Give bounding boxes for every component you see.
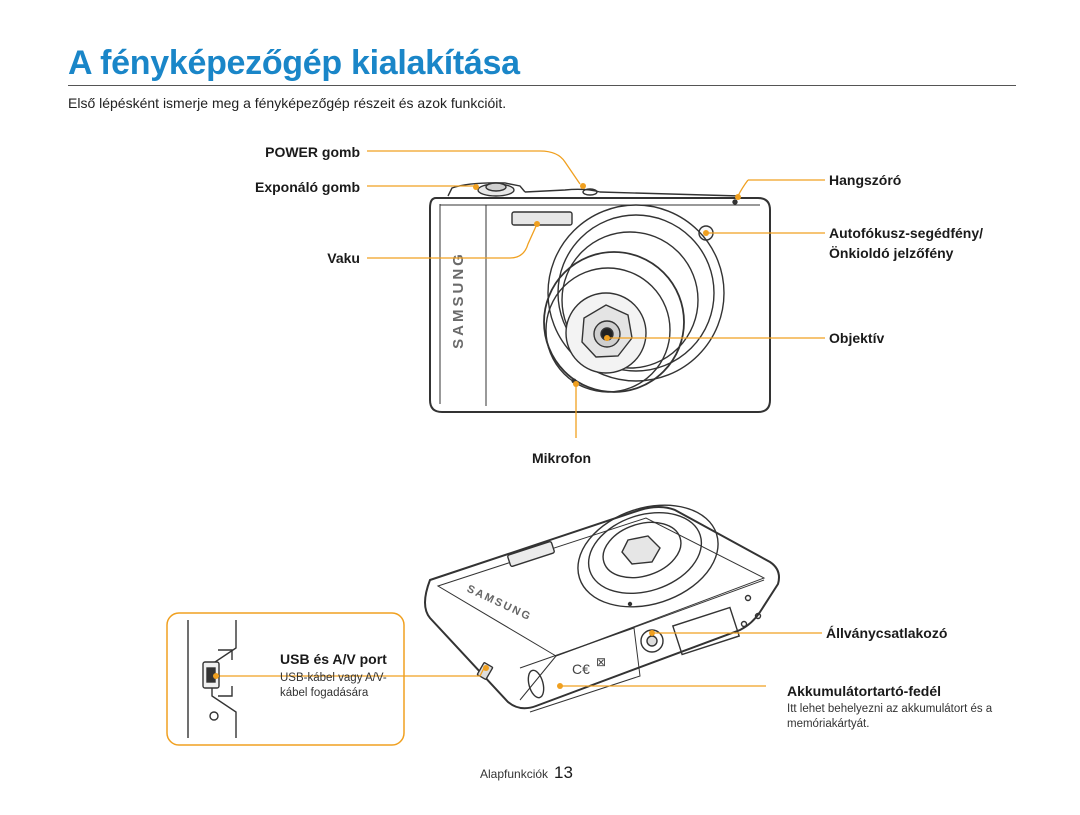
intro-text: Első lépésként ismerje meg a fényképezőg… <box>68 95 507 111</box>
label-af-assist-line1: Autofókusz-segédfény/ <box>829 225 984 241</box>
label-microphone: Mikrofon <box>532 450 592 466</box>
label-lens: Objektív <box>829 330 885 346</box>
label-battery-cover: Akkumulátortartó-fedél <box>787 683 942 699</box>
label-power-button: POWER gomb <box>265 144 360 160</box>
bottom-brand-text: SAMSUNG <box>465 583 534 624</box>
front-brand-text: SAMSUNG <box>450 251 467 349</box>
footer-section: Alapfunkciók <box>480 767 549 781</box>
label-usb-av-port: USB és A/V port <box>280 651 387 667</box>
battery-note-line2: memóriakártyát. <box>787 718 870 730</box>
usb-detail-frame <box>166 612 405 746</box>
label-shutter-button: Exponáló gomb <box>255 179 360 195</box>
front-leader-dots <box>473 183 741 387</box>
label-af-assist-line2: Önkioldó jelzőfény <box>829 245 954 261</box>
svg-text:⊠: ⊠ <box>596 655 606 669</box>
usb-note-line2: kábel fogadására <box>280 687 369 699</box>
bottom-camera-illustration: C€ ⊠ <box>424 504 780 713</box>
svg-text:C€: C€ <box>572 661 590 677</box>
usb-note-line1: USB-kábel vagy A/V- <box>280 672 387 684</box>
battery-note-line1: Itt lehet behelyezni az akkumulátort és … <box>787 703 993 715</box>
front-leader-lines <box>367 150 825 438</box>
page-title: A fényképezőgép kialakítása <box>68 44 520 82</box>
usb-detail-illustration <box>187 620 237 738</box>
bottom-leader-dots <box>483 630 655 689</box>
label-speaker: Hangszóró <box>829 172 902 188</box>
usb-leader-dot <box>213 673 219 679</box>
page-number: 13 <box>554 763 573 782</box>
bottom-leader-lines <box>216 632 822 687</box>
label-flash: Vaku <box>327 250 360 266</box>
label-tripod-mount: Állványcsatlakozó <box>826 625 948 641</box>
page-footer: Alapfunkciók 13 <box>480 763 573 783</box>
title-divider <box>68 85 1016 86</box>
front-camera-illustration <box>429 182 771 413</box>
